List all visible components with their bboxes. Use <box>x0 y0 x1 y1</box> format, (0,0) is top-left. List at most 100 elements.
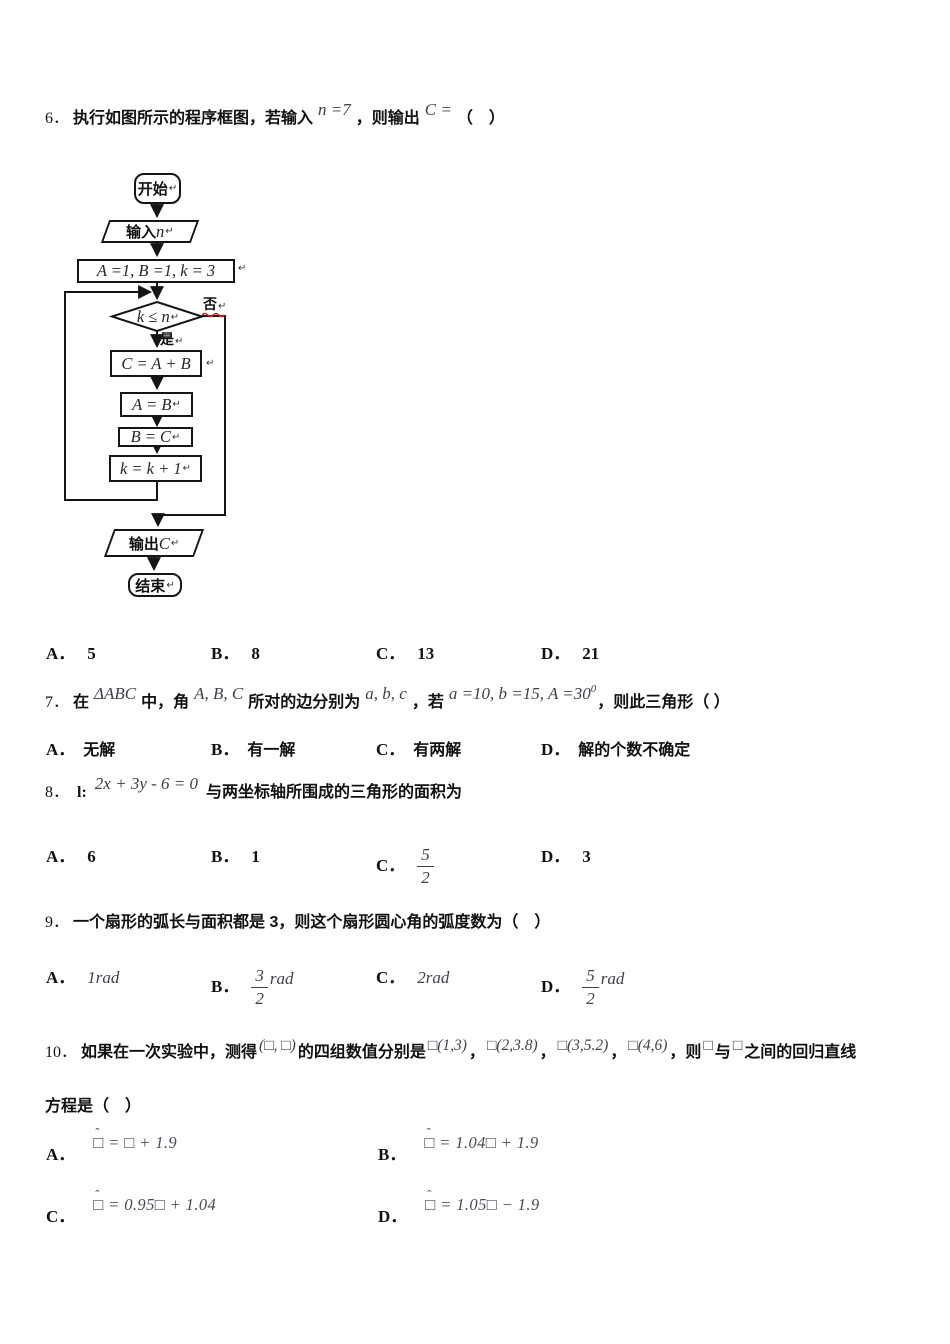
paragraph-mark: ↵ <box>218 301 227 312</box>
option-c-label: C． <box>376 740 406 759</box>
hat-accent: ˆ <box>426 1125 432 1140</box>
option-b-value: 8 <box>251 644 260 663</box>
paragraph-mark: ↵ <box>168 183 178 194</box>
q10-text4: 与 <box>714 1044 731 1061</box>
q8-text1: 与两坐标轴所围成的三角形的面积为 <box>206 784 463 801</box>
init-formula: A =1, B =1, k = 3 <box>96 261 216 280</box>
fraction-numerator: 5 <box>417 845 434 868</box>
option-a: A．1rad <box>46 966 119 991</box>
flowchart-connectors <box>64 204 226 572</box>
option-a: A． 5 <box>46 642 96 667</box>
math-n-equals-7: n =7 <box>318 100 351 119</box>
option-d: D． ˆ□ = 1.05□ − 1.9 <box>378 1187 540 1230</box>
branch-yes-label: 是↵ <box>160 329 183 349</box>
option-d-value: 3 <box>582 847 591 866</box>
flow-step4-node: k = k + 1↵ <box>109 455 202 482</box>
start-label: 开始 <box>137 181 168 198</box>
option-a: A．6 <box>46 845 96 870</box>
equation-lhs: □ <box>424 1133 435 1152</box>
option-b: B．8 <box>211 642 260 667</box>
step4-formula: k = k + 1 <box>119 458 182 478</box>
paragraph-mark: ↵ <box>165 226 174 237</box>
decision-diamond <box>108 300 206 333</box>
spellcheck-underline <box>202 312 225 318</box>
fraction-denominator: 2 <box>586 989 595 1009</box>
question-9-title: 9．一个扇形的弧长与面积都是 3，则这个扇形圆心角的弧度数为（ ） <box>45 911 550 935</box>
fraction-numerator: 3 <box>251 966 268 989</box>
option-a-label: A． <box>46 644 76 663</box>
q10-text5: 之间的回归直线 <box>744 1044 857 1061</box>
option-b-label: B． <box>378 1145 407 1164</box>
option-a-value: 1rad <box>87 968 120 987</box>
step2-formula: A = B <box>132 394 172 414</box>
equation-lhs: □ <box>93 1195 104 1214</box>
option-b: B．有一解 <box>211 738 295 763</box>
output-var: C <box>158 533 170 552</box>
flow-step2-node: A = B↵ <box>120 392 193 417</box>
math-values: a =10, b =15, A =30 <box>448 684 591 703</box>
equation-lhs: □ <box>425 1195 436 1214</box>
q10-text1: 如果在一次实验中，测得 <box>81 1044 258 1061</box>
output-label: 输出 <box>128 535 159 553</box>
comma: ， <box>610 1044 627 1061</box>
rad-unit: rad <box>600 968 625 988</box>
paragraph-mark: ↵ <box>238 263 247 274</box>
q10-text2: 的四组数值分别是 <box>297 1044 426 1061</box>
yes-text: 是 <box>160 331 174 347</box>
comma: ， <box>539 1044 556 1061</box>
option-a-value: 无解 <box>83 742 116 759</box>
regression-equation-b: ˆ□ = 1.04□ + 1.9 <box>424 1125 538 1152</box>
option-b-value: 有一解 <box>247 742 296 759</box>
regression-equation-d: ˆ□ = 1.05□ − 1.9 <box>425 1187 540 1214</box>
missing-glyph-box: □ <box>732 1037 743 1054</box>
input-var: n <box>156 221 165 241</box>
q10-text3: ，则 <box>669 1044 702 1061</box>
paragraph-mark: ↵ <box>170 537 180 549</box>
option-b-label: B． <box>211 977 240 997</box>
flow-step3-node: B = C↵ <box>118 427 193 447</box>
flow-step1-node: C = A + B <box>110 350 202 377</box>
paragraph-mark: ↵ <box>172 399 181 410</box>
option-d: D．解的个数不确定 <box>541 738 690 763</box>
question-6-text2: ，则输出 <box>355 110 420 127</box>
equation-lhs: □ <box>93 1133 104 1152</box>
option-b: B．1 <box>211 845 260 870</box>
flow-init-node: A =1, B =1, k = 3 <box>77 259 235 283</box>
rad-unit: rad <box>269 968 294 988</box>
q10-text6: 方程是（ ） <box>45 1098 142 1115</box>
question-8-number: 8． <box>45 784 70 801</box>
option-d: D．21 <box>541 642 599 667</box>
q7-text3: 所对的边分别为 <box>248 694 361 711</box>
regression-equation-a: ˆ□ = □ + 1.9 <box>93 1125 178 1152</box>
paragraph-mark: ↵ <box>172 431 181 443</box>
flow-end-node: 结束↵ <box>128 573 182 597</box>
fraction-numerator: 5 <box>582 966 599 989</box>
option-c-label: C． <box>376 968 406 987</box>
option-d-label: D． <box>378 1207 408 1226</box>
q7-text1: 在 <box>73 694 90 711</box>
question-10-title-line2: 方程是（ ） <box>45 1095 141 1119</box>
equation-rhs: = 1.05□ − 1.9 <box>440 1195 540 1214</box>
option-c-label: C． <box>376 644 406 663</box>
equation-rhs: = □ + 1.9 <box>108 1133 178 1152</box>
math-angles: A, B, C <box>194 684 244 703</box>
q7-text2: 中，角 <box>141 694 190 711</box>
option-a-value: 5 <box>87 644 96 663</box>
fraction-denominator: 2 <box>255 989 264 1009</box>
condition-formula: k ≤ n <box>136 307 170 326</box>
math-degree-sup: 0 <box>590 683 597 695</box>
step1-formula: C = A + B <box>121 353 191 373</box>
math-sides: a, b, c <box>365 684 407 703</box>
option-c-label: C． <box>46 1207 76 1226</box>
option-c: C．13 <box>376 642 434 667</box>
regression-equation-c: ˆ□ = 0.95□ + 1.04 <box>93 1187 216 1214</box>
question-7-number: 7． <box>45 694 70 711</box>
paragraph-mark: ↵ <box>170 311 180 323</box>
paragraph-mark: ↵ <box>182 463 192 474</box>
